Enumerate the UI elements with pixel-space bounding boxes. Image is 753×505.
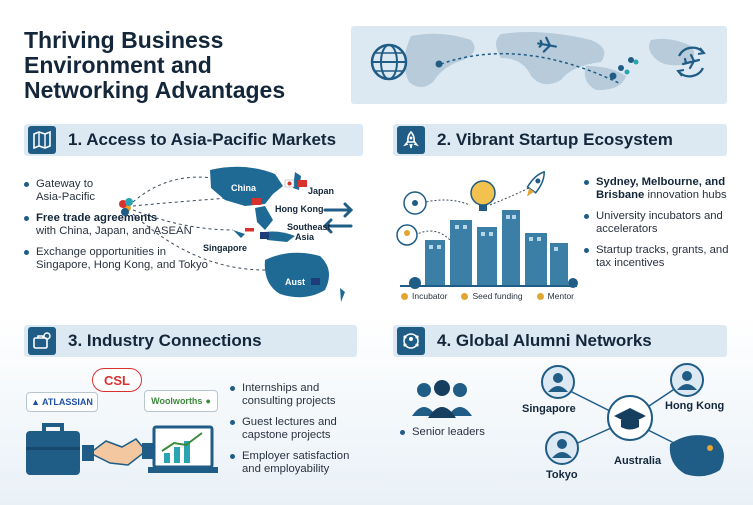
world-map-graphic — [404, 32, 695, 91]
exchange-arrows-icon — [322, 202, 354, 234]
page-title: Thriving Business Environment and Networ… — [24, 28, 354, 103]
china-shape — [210, 166, 283, 206]
map-icon — [28, 126, 56, 154]
briefcase-icon — [26, 423, 80, 475]
rocket-illustration-icon — [526, 170, 545, 197]
section-2-header: 2. Vibrant Startup Ecosystem — [393, 124, 727, 156]
title-line-3: Networking Advantages — [24, 77, 286, 103]
title-line-1: Thriving Business — [24, 27, 224, 53]
globe-icon — [369, 42, 409, 87]
briefcase-gear-icon — [28, 327, 56, 355]
title-line-2: Environment and — [24, 52, 212, 78]
list-item: University incubators and accelerators — [584, 210, 734, 236]
plane-icon — [537, 36, 557, 53]
flag-hong-kong — [252, 198, 261, 205]
industry-illustration: ▲ATLASSIAN CSL Woolworths● — [24, 362, 224, 487]
alumni-label-hong-kong: Hong Kong — [665, 400, 725, 412]
map-label-china: China — [231, 183, 257, 193]
alumni-label-singapore: Singapore — [522, 403, 576, 415]
map-label-southeast-asia-1: Southeast — [287, 222, 331, 232]
list-item: Gateway to Asia-Pacific — [24, 178, 119, 204]
alumni-label-australia: Australia — [614, 455, 662, 467]
list-item: Internships and consulting projects — [230, 382, 365, 408]
section-2-title: 2. Vibrant Startup Ecosystem — [437, 130, 673, 149]
map-label-japan: Japan — [308, 186, 335, 196]
section-2-bullets: Sydney, Melbourne, and Brisbane innovati… — [584, 176, 734, 278]
alumni-label-tokyo: Tokyo — [546, 469, 578, 481]
startup-legend: Incubator Seed funding Mentor — [401, 291, 574, 301]
woolworths-logo: Woolworths● — [144, 390, 218, 412]
network-people-icon — [397, 327, 425, 355]
startup-city-illustration: Incubator Seed funding Mentor — [395, 165, 580, 305]
list-item: Guest lectures and capstone projects — [230, 416, 365, 442]
asia-pacific-map: China Japan Hong Kong Southeast Asia Sin… — [115, 160, 360, 310]
section-1-header: 1. Access to Asia-Pacific Markets — [24, 124, 363, 156]
senior-leaders-icon — [410, 376, 474, 425]
alumni-network-graphic: Singapore Hong Kong Tokyo Australia — [520, 360, 735, 500]
section-1-title: 1. Access to Asia-Pacific Markets — [68, 130, 337, 149]
handshake-icon — [82, 438, 154, 466]
senior-leaders-label: Senior leaders — [400, 426, 510, 447]
map-label-southeast-asia-2: Asia — [295, 232, 315, 242]
hero-world-map — [351, 26, 727, 104]
flight-cycle-icon — [671, 42, 711, 87]
section-4-header: 4. Global Alumni Networks — [393, 325, 727, 357]
graduation-cap-icon — [607, 395, 653, 441]
laptop-chart-icon — [148, 425, 218, 473]
map-label-hong-kong: Hong Kong — [275, 204, 324, 214]
section-3-bullets: Internships and consulting projects Gues… — [230, 382, 365, 484]
australia-map-shape — [669, 435, 724, 477]
map-label-australia: Aust — [285, 277, 305, 287]
list-item: Employer satisfaction and employability — [230, 450, 365, 476]
map-label-singapore: Singapore — [203, 243, 248, 253]
section-3-title: 3. Industry Connections — [68, 331, 262, 350]
legend-item-incubator: Incubator — [401, 291, 447, 301]
csl-logo: CSL — [92, 368, 142, 392]
legend-item-seed-funding: Seed funding — [461, 291, 523, 301]
list-item: Senior leaders — [400, 426, 510, 439]
section-3-header: 3. Industry Connections — [24, 325, 357, 357]
atlassian-logo: ▲ATLASSIAN — [26, 392, 98, 412]
flag-australia — [311, 278, 320, 285]
australia-shape — [264, 252, 329, 298]
section-4-title: 4. Global Alumni Networks — [437, 331, 652, 350]
legend-item-mentor: Mentor — [536, 291, 574, 301]
list-item: Startup tracks, grants, and tax incentiv… — [584, 244, 734, 270]
list-item: Sydney, Melbourne, and Brisbane innovati… — [584, 176, 734, 202]
lightbulb-icon — [470, 180, 496, 211]
rocket-icon — [397, 126, 425, 154]
list-item: Exchange opportunities in Singapore, Hon… — [24, 246, 209, 272]
